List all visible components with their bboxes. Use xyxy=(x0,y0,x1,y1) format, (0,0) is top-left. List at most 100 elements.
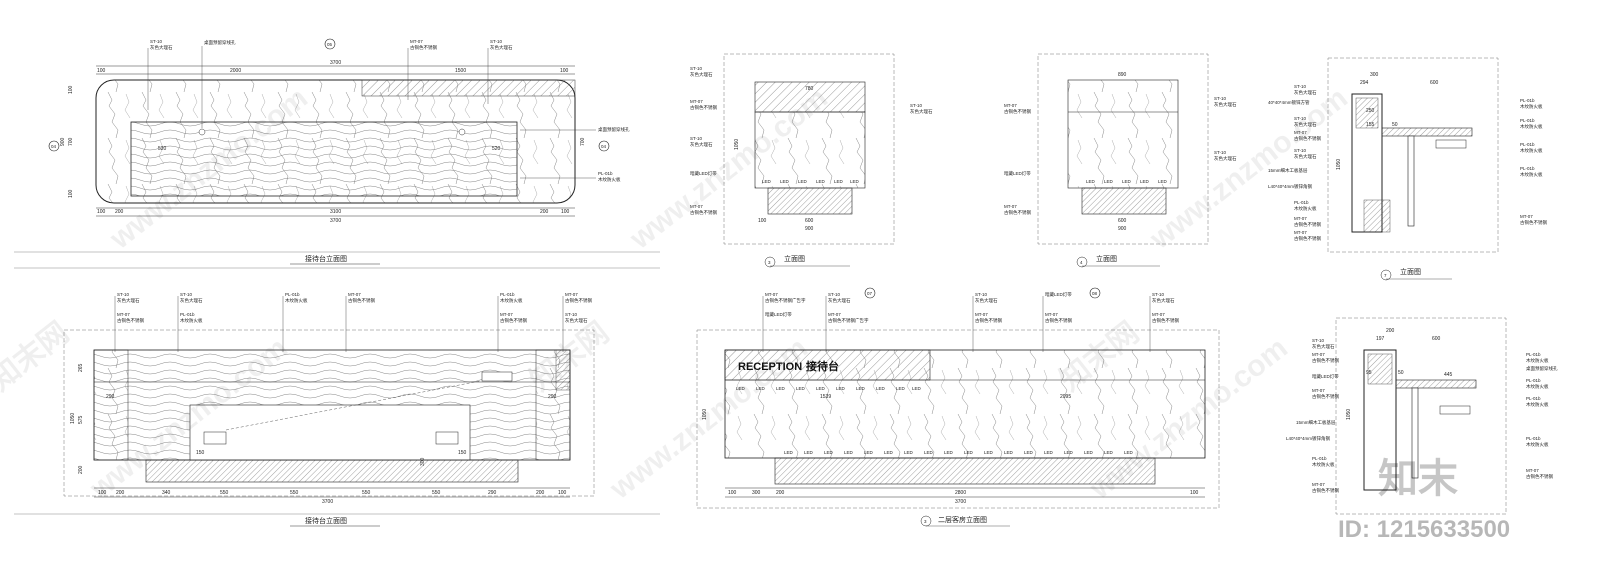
e3-dim-c: 600 xyxy=(805,218,814,224)
svg-text:ST-10: ST-10 xyxy=(1152,292,1165,297)
svg-text:木纹防火板: 木纹防火板 xyxy=(1312,461,1335,468)
f-dim-i1: 150 xyxy=(196,450,205,456)
section-marker-d05: 05 xyxy=(324,38,336,50)
svg-text:MT-07: MT-07 xyxy=(828,312,841,317)
svg-text:木纹防火板: 木纹防火板 xyxy=(1520,123,1543,130)
svg-text:LED: LED xyxy=(944,450,954,455)
svg-text:15mm细木工板基层: 15mm细木工板基层 xyxy=(1268,167,1308,174)
svg-text:MT-07: MT-07 xyxy=(410,39,423,44)
svg-text:古铜色不锈钢: 古铜色不锈钢 xyxy=(1526,473,1553,480)
svg-text:灰色大理石: 灰色大理石 xyxy=(910,108,933,115)
r-dim-c: 200 xyxy=(776,490,785,496)
svg-text:MT-07: MT-07 xyxy=(690,99,703,104)
f-dim-h4: 1050 xyxy=(70,413,76,424)
svg-text:LED: LED xyxy=(850,179,860,184)
f-dim-b: 550 xyxy=(220,490,229,496)
f-dim-i4: 290 xyxy=(106,394,115,400)
e4-leaders: MT-07 古铜色不锈钢 暗藏LED灯带 MT-07 古铜色不锈钢 ST-10 … xyxy=(1004,96,1237,216)
svg-text:灰色大理石: 灰色大理石 xyxy=(1214,101,1237,108)
svg-text:LED: LED xyxy=(1024,450,1034,455)
socket-icon xyxy=(435,431,459,445)
svg-text:LED: LED xyxy=(984,450,994,455)
svg-text:MT-07: MT-07 xyxy=(1312,388,1325,393)
s7-dim-f: 50 xyxy=(1392,122,1398,128)
svg-text:暗藏LED灯带: 暗藏LED灯带 xyxy=(690,170,717,177)
plan-dim-bot-b: 200 xyxy=(115,209,124,215)
title-section-7: 立面图 xyxy=(1400,267,1421,276)
svg-text:ST-10: ST-10 xyxy=(1312,338,1325,343)
plan-dim-top-d: 100 xyxy=(560,68,569,74)
s7-dim-c: 600 xyxy=(1430,80,1439,86)
plan-wood-top xyxy=(130,121,518,197)
svg-text:ST-10: ST-10 xyxy=(180,292,193,297)
svg-text:古铜色不锈钢: 古铜色不锈钢 xyxy=(1004,209,1031,216)
e3-dim-h: 1050 xyxy=(734,139,740,150)
f-leaders: ST-10 灰色大理石 MT-07 古铜色不锈钢 ST-10 灰色大理石 PL-… xyxy=(117,292,592,324)
svg-text:木纹防火板: 木纹防火板 xyxy=(1526,441,1549,448)
svg-text:LED: LED xyxy=(1104,179,1114,184)
svg-text:灰色大理石: 灰色大理石 xyxy=(828,297,851,304)
svg-text:PL-01b: PL-01b xyxy=(500,292,515,297)
f-dim-g: 200 xyxy=(116,490,125,496)
svg-text:ST-10: ST-10 xyxy=(828,292,841,297)
svg-text:PL-01b: PL-01b xyxy=(598,171,613,176)
r-dim-d: 2800 xyxy=(955,490,966,496)
title-reception-plan: 接待台立面图 xyxy=(305,254,347,263)
svg-text:ST-10: ST-10 xyxy=(910,103,923,108)
svg-text:LED: LED xyxy=(904,450,914,455)
s8-dim-d: 445 xyxy=(1444,372,1453,378)
section-marker-d04-left: 04 xyxy=(48,140,60,152)
svg-text:MT-07: MT-07 xyxy=(975,312,988,317)
s7-dim-a: 300 xyxy=(1370,72,1379,78)
s7-dim-e: 155 xyxy=(1366,122,1375,128)
svg-text:古铜色不锈钢: 古铜色不锈钢 xyxy=(1294,135,1321,142)
svg-text:ST-10: ST-10 xyxy=(1294,84,1307,89)
s7-leaders-left: ST-10 灰色大理石 40*40*4mm镀锌方管 ST-10 灰色大理石 MT… xyxy=(1268,84,1321,242)
svg-text:古铜色不锈钢: 古铜色不锈钢 xyxy=(1294,235,1321,242)
svg-text:MT-07: MT-07 xyxy=(500,312,513,317)
s8-leaders-left: ST-10 灰色大理石 MT-07 古铜色不锈钢 暗藏LED灯带 MT-07 古… xyxy=(1286,338,1339,494)
plan-dim-l3: 100 xyxy=(68,189,74,198)
plan-dim-w1: 520 xyxy=(158,146,167,152)
plan-dim-bot-d: 200 xyxy=(540,209,549,215)
svg-text:桌面预留穿线孔: 桌面预留穿线孔 xyxy=(1526,365,1558,372)
svg-text:灰色大理石: 灰色大理石 xyxy=(1312,343,1335,350)
svg-text:暗藏LED灯带: 暗藏LED灯带 xyxy=(1045,291,1072,298)
svg-text:ST-10: ST-10 xyxy=(690,66,703,71)
f-dim-f: 290 xyxy=(488,490,497,496)
panel-second-floor: RECEPTION 接待台 1539 2095 1050 LED LED LED… xyxy=(696,287,1220,527)
panel-reception-plan: 3700 100 2000 1500 100 520 520 100 200 3… xyxy=(14,38,660,269)
svg-text:MT-07: MT-07 xyxy=(1520,214,1533,219)
s8-leaders-right: PL-01b 木纹防火板 桌面预留穿线孔 PL-01b 木纹防火板 PL-01b… xyxy=(1526,352,1558,480)
e3-led-row: LED LED LED LED LED LED xyxy=(762,179,860,184)
svg-text:灰色大理石: 灰色大理石 xyxy=(490,44,513,51)
svg-text:灰色大理石: 灰色大理石 xyxy=(150,44,173,51)
svg-text:LED: LED xyxy=(804,450,814,455)
svg-text:PL-01b: PL-01b xyxy=(285,292,300,297)
svg-text:L40*40*4mm镀锌角钢: L40*40*4mm镀锌角钢 xyxy=(1286,435,1331,442)
plan-dim-top-total: 3700 xyxy=(330,60,341,66)
signage-band xyxy=(724,349,931,381)
section-marker-d07: 07 xyxy=(864,287,876,299)
svg-text:LED: LED xyxy=(836,386,846,391)
svg-text:MT-07: MT-07 xyxy=(1312,482,1325,487)
svg-text:LED: LED xyxy=(798,179,808,184)
r-led-row-bottom: LED LED LED LED LED LED LED LED LED LED … xyxy=(784,450,1134,455)
f-dim-total: 3700 xyxy=(322,499,333,505)
section-marker-d08: 08 xyxy=(1089,287,1101,299)
e4-dim-top: 890 xyxy=(1118,72,1127,78)
panel-elevation-3: 780 600 900 100 1050 LED LED LED LED LED… xyxy=(690,53,933,268)
svg-text:灰色大理石: 灰色大理石 xyxy=(180,297,203,304)
r-dim-total: 3700 xyxy=(955,499,966,505)
svg-text:ST-10: ST-10 xyxy=(690,136,703,141)
plan-dim-bot-a: 100 xyxy=(97,209,106,215)
f-dim-h1: 265 xyxy=(78,363,84,372)
svg-text:木纹防火板: 木纹防火板 xyxy=(1526,383,1549,390)
svg-text:LED: LED xyxy=(844,450,854,455)
svg-text:古铜色不锈钢: 古铜色不锈钢 xyxy=(410,44,437,51)
svg-text:MT-07: MT-07 xyxy=(1152,312,1165,317)
svg-text:LED: LED xyxy=(1004,450,1014,455)
marker-3b: 3 xyxy=(920,515,932,527)
plan-dim-bot-c: 3100 xyxy=(330,209,341,215)
svg-text:ST-10: ST-10 xyxy=(150,39,163,44)
